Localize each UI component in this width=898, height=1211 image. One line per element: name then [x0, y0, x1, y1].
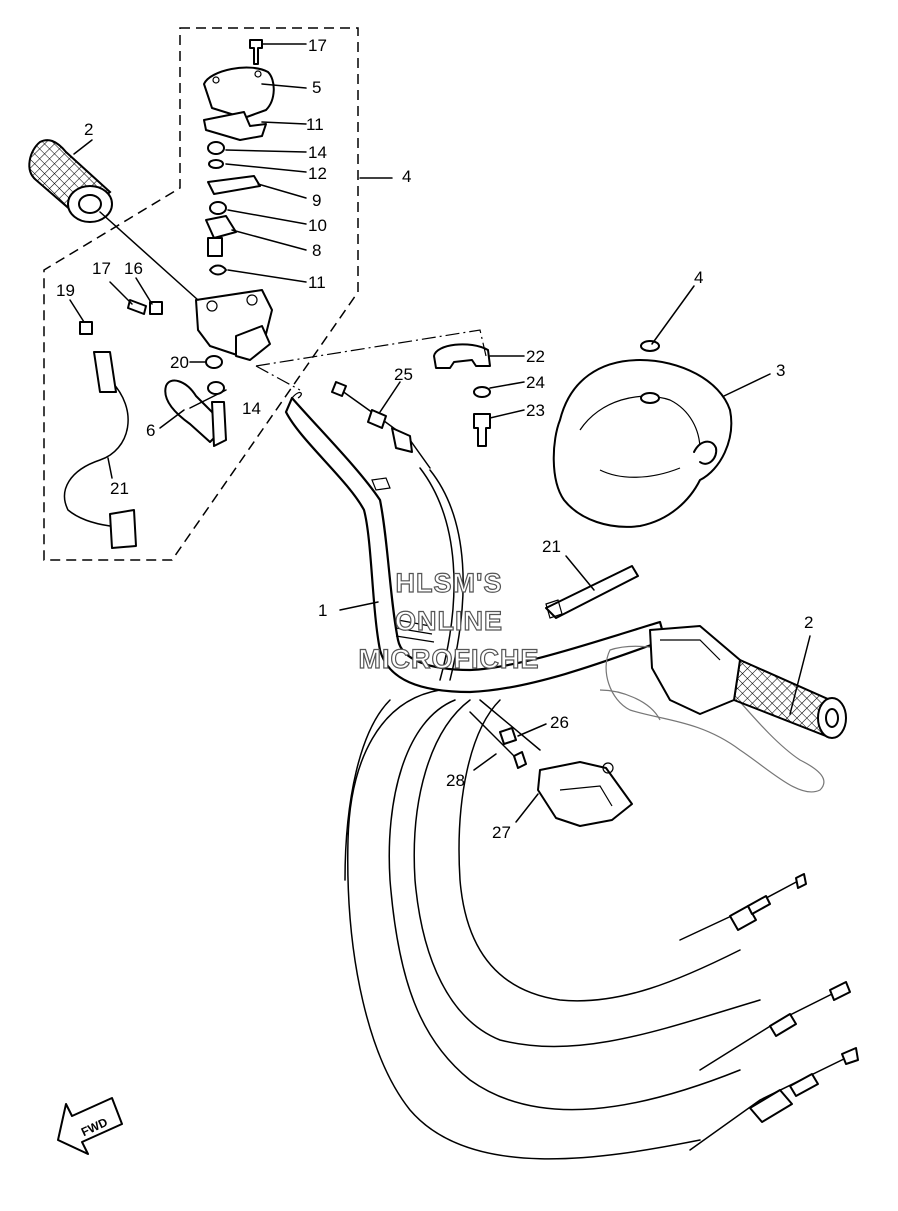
- callout-15: 14: [308, 143, 327, 162]
- watermark-line-3: MICROFICHE: [359, 644, 540, 674]
- watermark-line-1: HLSM'S: [396, 568, 503, 598]
- callout-6: 5: [312, 78, 321, 97]
- cable-end-2: [699, 981, 851, 1071]
- callout-11: 11: [308, 273, 326, 292]
- cable-28: [469, 711, 521, 763]
- washer-13: [208, 159, 224, 169]
- clamp-22: [433, 343, 491, 369]
- bolt-16: [149, 301, 163, 315]
- callout-5: 4: [402, 167, 411, 186]
- cable-end-1: [679, 873, 807, 941]
- throttle-case: [195, 289, 273, 361]
- callout-22: 22: [526, 347, 545, 366]
- callout-8: 8: [312, 241, 321, 260]
- plug-4: [640, 340, 660, 352]
- callout-20: 21: [110, 479, 129, 498]
- callout-28: 28: [446, 771, 465, 790]
- collar-8b: [207, 237, 223, 257]
- washer-10: [209, 201, 227, 215]
- cable-end-3: [689, 1047, 859, 1151]
- bolt-23: [473, 413, 491, 447]
- bushing-8: [205, 215, 237, 239]
- callout-7: 6: [146, 421, 155, 440]
- switch-cover: [552, 359, 733, 528]
- fwd-arrow-icon: FWD: [57, 1097, 123, 1155]
- callout-2a: 2: [84, 120, 93, 139]
- callout-4: 4: [694, 268, 703, 287]
- washer-14: [207, 381, 225, 395]
- callout-18: 19: [56, 281, 75, 300]
- callout-10: 10: [308, 216, 327, 235]
- callout-12: 11: [306, 115, 324, 134]
- throttle-cable: [331, 381, 431, 469]
- watermark-line-2: ONLINE: [395, 606, 503, 636]
- cable-tie-21: [545, 565, 639, 619]
- callout-9: 9: [312, 191, 321, 210]
- callout-13: 12: [308, 164, 327, 183]
- callout-3: 3: [776, 361, 785, 380]
- cables: [344, 467, 761, 1160]
- callout-21: 21: [542, 537, 561, 556]
- callout-27: 27: [492, 823, 511, 842]
- callout-labels: 17 5 11 14 12 4 9 10 8 11 2 17 16 19 20 …: [56, 36, 813, 842]
- screw-17: [249, 39, 263, 65]
- assembly-outline: [43, 27, 359, 561]
- callout-26: 26: [550, 713, 569, 732]
- callout-23: 23: [526, 401, 545, 420]
- callout-24: 24: [526, 373, 545, 392]
- spring-11: [209, 264, 227, 276]
- cover-6: [203, 66, 275, 119]
- left-grip: [28, 139, 113, 223]
- callout-17b: 17: [92, 259, 111, 278]
- watermark: HLSM'S ONLINE MICROFICHE: [358, 567, 540, 674]
- callout-17a: 17: [308, 36, 327, 55]
- wire-20: [63, 351, 137, 549]
- cable-26: [479, 699, 541, 751]
- plate-9: [207, 175, 261, 195]
- screw-18: [79, 321, 93, 335]
- callout-2b: 2: [804, 613, 813, 632]
- callout-19: 20: [170, 353, 189, 372]
- callout-16: 16: [124, 259, 143, 278]
- washer-15: [207, 141, 225, 155]
- callout-1: 1: [318, 601, 327, 620]
- callout-14: 14: [242, 399, 261, 418]
- callout-25: 25: [394, 365, 413, 384]
- washer-24: [473, 386, 491, 398]
- leader-lines: [69, 43, 811, 823]
- right-grip: [599, 625, 847, 793]
- washer-19: [205, 355, 223, 369]
- lever-7: [164, 379, 227, 447]
- bracket-27: [537, 761, 633, 827]
- gasket-12: [203, 111, 267, 141]
